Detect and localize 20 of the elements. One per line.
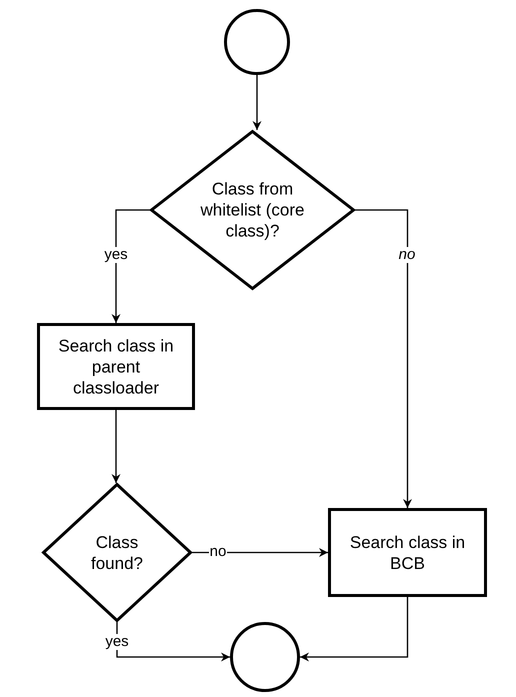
node-label: Class found? xyxy=(90,532,144,574)
terminal-circle xyxy=(224,9,290,75)
arrow xyxy=(192,548,328,557)
edge-label: no xyxy=(398,247,416,263)
edge-label: yes xyxy=(104,634,130,650)
arrow xyxy=(355,209,412,508)
arrow xyxy=(252,75,262,130)
decision-diamond xyxy=(150,130,355,290)
node-label: Class from whitelist (core class)? xyxy=(200,178,306,242)
edge-label: yes xyxy=(103,247,129,263)
arrow xyxy=(112,410,120,483)
process-box xyxy=(328,508,487,597)
process-box xyxy=(37,323,195,410)
arrow xyxy=(300,597,408,662)
decision-diamond xyxy=(42,483,192,622)
arrow xyxy=(112,209,150,323)
node-label: Search class in BCB xyxy=(348,532,466,574)
node-label: Search class in parent classloader xyxy=(57,335,175,398)
arrow xyxy=(116,622,230,662)
terminal-circle xyxy=(230,622,300,692)
